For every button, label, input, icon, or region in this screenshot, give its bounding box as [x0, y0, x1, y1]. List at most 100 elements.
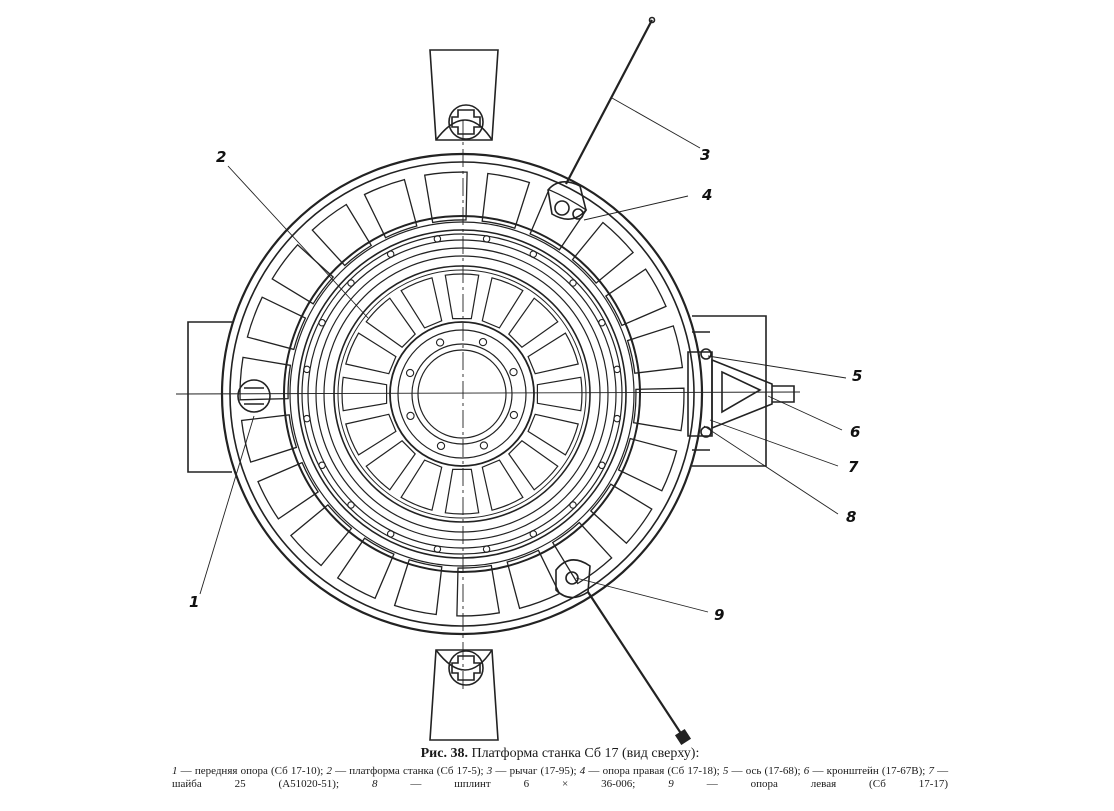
legend-item-3: 3 — рычаг (17-95); — [486, 765, 577, 777]
ring-bolt — [386, 530, 395, 538]
legend-item-2: 2 — платформа станка (Сб 17-5); — [326, 765, 484, 777]
spoke-window — [365, 297, 416, 348]
outer-slot — [551, 521, 613, 585]
legend-item-4: 4 — опора правая (Сб 17-18); — [579, 765, 720, 777]
foot-outline — [429, 49, 499, 141]
spoke-window — [481, 277, 524, 329]
right-support-pin — [554, 200, 570, 216]
legend-number: 1 — [172, 765, 178, 777]
spoke-window — [400, 459, 443, 511]
platform-ring — [315, 247, 609, 541]
hub-ring — [389, 321, 535, 467]
outer-slot — [393, 558, 443, 616]
leader-line — [767, 395, 843, 431]
horizontal-center-line — [175, 391, 801, 395]
foot-ring — [448, 650, 484, 686]
foot-key-slot — [451, 109, 481, 135]
bracket-plate — [687, 351, 713, 437]
outer-slot — [239, 356, 292, 401]
outer-slot — [589, 483, 653, 545]
ring-bolt — [598, 461, 606, 470]
right-support-body — [547, 181, 587, 220]
legend-text: платформа станка (Сб 17-5); — [349, 765, 484, 777]
hub-ring — [397, 329, 527, 459]
legend-item-6: 6 — кронштейн (17-67В); — [803, 765, 926, 777]
lever-tip — [648, 16, 656, 24]
platform-ring — [323, 255, 601, 533]
outer-slot — [336, 537, 395, 600]
legend-text: рычаг (17-95); — [509, 765, 577, 777]
ring-bolt — [529, 530, 538, 538]
legend-item-8: 8 — шплинт 6 × 36-006; — [371, 778, 636, 790]
bracket-axle — [772, 385, 795, 403]
ring-bolt — [613, 414, 621, 423]
figure-caption: Рис. 38. Платформа станка Сб 17 (вид све… — [150, 745, 970, 791]
legend-number: 6 — [803, 765, 810, 777]
ring-bolt — [482, 545, 491, 553]
spoke-window — [481, 459, 524, 511]
leader-line — [707, 355, 847, 379]
outer-slot — [571, 221, 635, 285]
outer-slot — [604, 268, 667, 327]
hub-bolt — [509, 410, 519, 420]
ring-bolt — [569, 279, 577, 287]
ring-bolt — [347, 501, 355, 509]
hub-bolt — [406, 411, 415, 421]
front-support — [237, 379, 271, 413]
outer-slot — [423, 171, 468, 224]
spoke-window — [341, 376, 388, 412]
foot-arc — [435, 649, 493, 671]
right-side-block — [692, 315, 767, 467]
outer-slot — [617, 437, 678, 492]
callout-label-6: 6 — [850, 423, 860, 441]
spoke-window — [345, 413, 397, 456]
outer-slot — [363, 178, 418, 239]
outer-slot — [289, 503, 353, 567]
callout-label-3: 3 — [700, 146, 710, 164]
foot-ring — [448, 104, 484, 140]
caption-title-text: Платформа станка Сб 17 (вид сверху): — [471, 746, 700, 761]
right-support-bolt — [572, 208, 584, 220]
hub-bolt — [405, 368, 415, 378]
lower-lever-grip — [674, 728, 692, 745]
caption-legend: 1 — передняя опора (Сб 17-10); 2 — платф… — [172, 765, 948, 791]
legend-item-7: 7 — шайба 25 (А51020-51); — [172, 765, 949, 790]
bracket-inner — [721, 370, 762, 414]
foot-arc — [435, 119, 493, 141]
legend-item-1: 1 — передняя опора (Сб 17-10); — [172, 765, 324, 777]
leader-line — [703, 425, 839, 515]
platform-ring — [301, 233, 623, 555]
lower-lever-rod — [587, 591, 685, 739]
spoke-window — [365, 440, 416, 491]
platform-ring — [283, 215, 641, 573]
legend-text: шплинт 6 × 36-006; — [454, 778, 636, 790]
ring-bolt — [318, 318, 326, 327]
spoke-window — [444, 468, 480, 515]
leader-line — [709, 419, 839, 467]
outer-slot — [632, 387, 685, 432]
spoke-window — [527, 332, 579, 375]
ring-bolt — [318, 461, 326, 470]
legend-text: опора левая (Сб 17-17) — [750, 778, 949, 790]
leader-line — [227, 165, 369, 319]
hub-bolt — [435, 338, 445, 347]
legend-item-5: 5 — ось (17-68); — [722, 765, 801, 777]
outer-slot — [529, 188, 588, 251]
spoke-window — [345, 332, 397, 375]
ring-bolt — [433, 235, 442, 243]
hub-ring — [411, 343, 513, 445]
leader-line — [583, 195, 689, 221]
legend-text: опора правая (Сб 17-18); — [602, 765, 720, 777]
legend-text: ось (17-68); — [745, 765, 801, 777]
outer-slot — [481, 172, 531, 230]
leader-line — [611, 97, 701, 149]
ring-bolt — [613, 365, 621, 374]
callout-label-1: 1 — [189, 593, 199, 611]
caption-fig-number: Рис. 38. — [420, 746, 468, 761]
ring-bolt — [433, 545, 442, 553]
foot-key-slot — [451, 655, 481, 681]
ring-bolt — [303, 365, 311, 374]
spoke-outer-ring-edge — [337, 269, 587, 519]
outer-slot — [240, 414, 298, 463]
